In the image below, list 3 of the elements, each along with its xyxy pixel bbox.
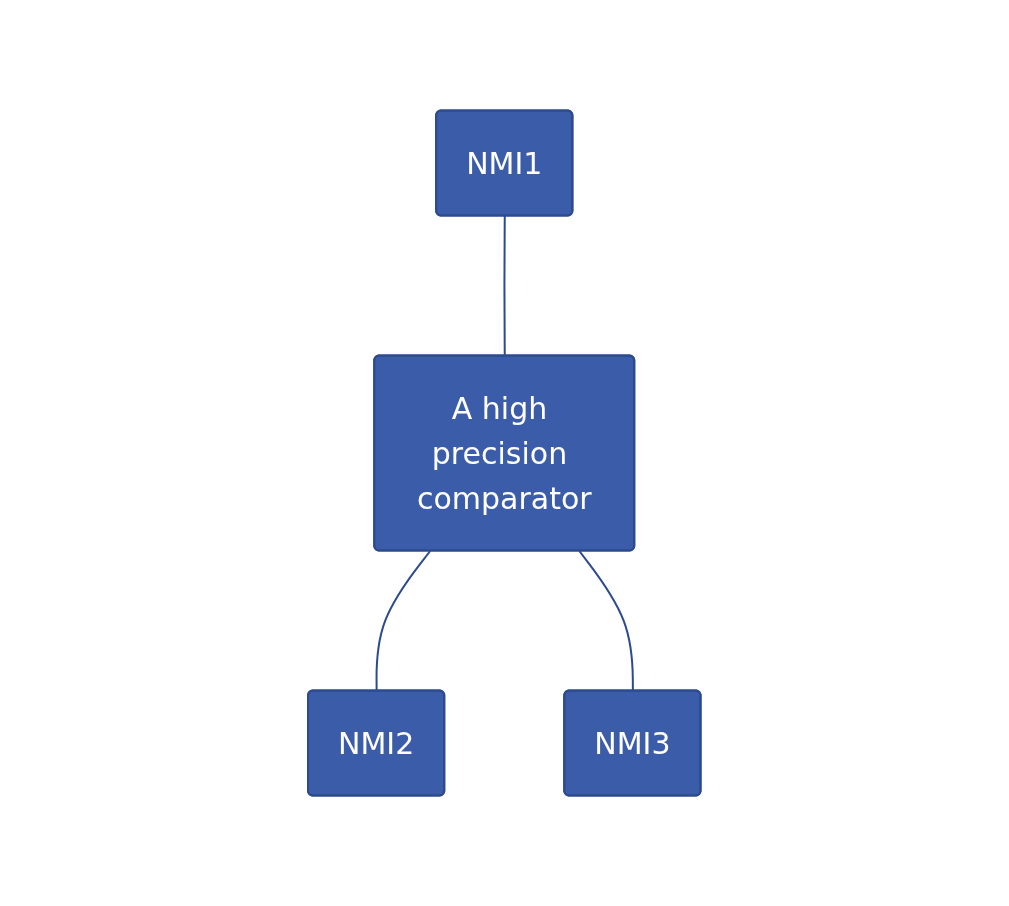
connector [503,215,506,357]
connector [375,550,432,692]
connector [578,550,635,692]
